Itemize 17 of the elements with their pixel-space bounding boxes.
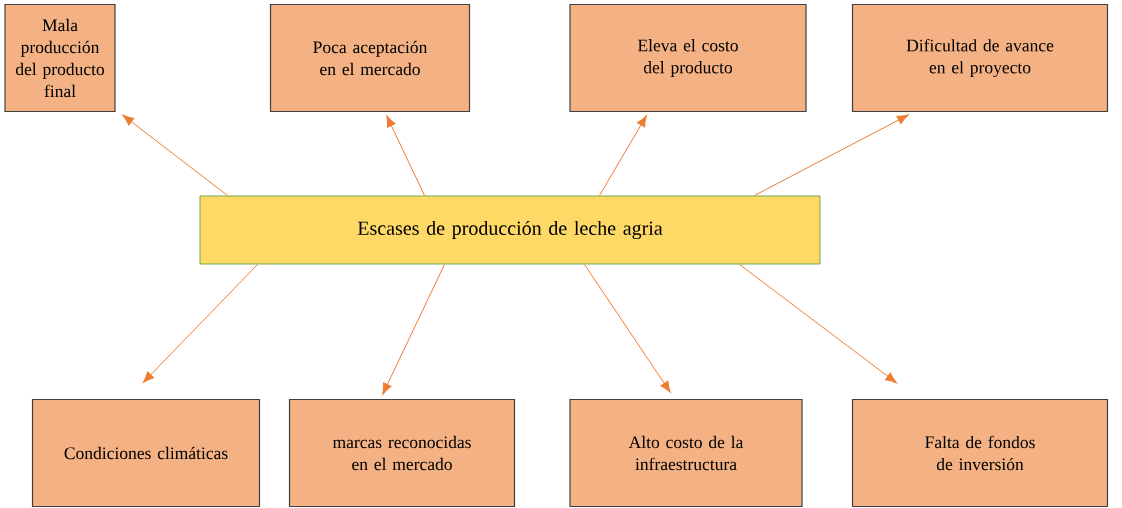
cause-box: Falta de fondos de inversión <box>851 398 1109 508</box>
arrow <box>382 264 445 395</box>
effect-box: Poca aceptación en el mercado <box>269 3 471 113</box>
arrow <box>386 115 425 196</box>
cause-box: Condiciones climáticas <box>31 398 261 508</box>
arrow <box>739 264 897 384</box>
arrow <box>599 115 647 196</box>
problem-box: Escases de producción de leche agria <box>199 195 821 265</box>
arrow <box>584 264 671 393</box>
arrow <box>754 114 909 196</box>
arrow <box>122 114 228 196</box>
cause-box: Alto costo de la infraestructura <box>569 398 803 508</box>
effect-box: Mala producción del producto final <box>4 3 116 113</box>
effect-box: Eleva el costo del producto <box>569 3 807 113</box>
effect-box: Dificultad de avance en el proyecto <box>851 3 1109 113</box>
cause-box: marcas reconocidas en el mercado <box>288 398 516 508</box>
arrow <box>142 264 258 383</box>
